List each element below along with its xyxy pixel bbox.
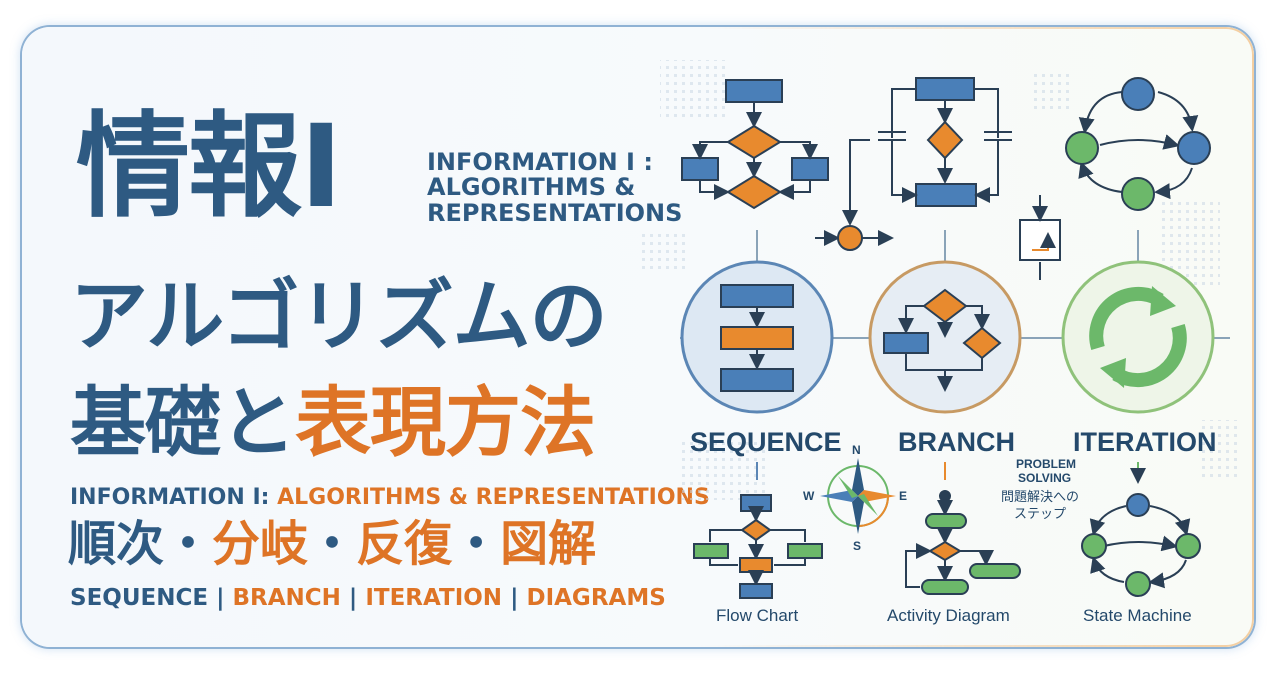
title-en-line-1: INFORMATION I : (427, 148, 653, 176)
problem-solving-jp: 問題解決への (1001, 490, 1080, 505)
iteration-label: ITERATION (1073, 427, 1217, 457)
topic-jp-separator: ・ (452, 516, 501, 572)
headline-basics: 基礎と (70, 378, 296, 467)
activity-diagram-caption: Activity Diagram (887, 606, 1010, 625)
topic-jp-diagrams: 図解 (500, 516, 597, 572)
flow-chart-diagram (693, 494, 823, 599)
compass-north-label: N (852, 443, 861, 457)
topics-jp: 順次・分岐・反復・図解 (68, 520, 596, 568)
topic-en-separator: | (208, 585, 233, 611)
step-box-icon (1019, 195, 1061, 280)
branch-circle (868, 260, 1022, 414)
topic-en-separator: | (502, 585, 527, 611)
topic-en-diagrams: DIAGRAMS (526, 585, 666, 611)
problem-solving-jp-2: ステップ (1014, 507, 1067, 522)
problem-solving-line-2: SOLVING (1018, 471, 1072, 485)
activity-diagram (905, 490, 1021, 595)
title-jp: 情報Ⅰ (76, 100, 342, 233)
topic-jp-separator: ・ (164, 516, 213, 572)
subtitle-algorithms: ALGORITHMS & REPRESENTATIONS (277, 485, 710, 510)
topic-jp-sequence: 順次 (68, 516, 165, 572)
topics-en: SEQUENCE | BRANCH | ITERATION | DIAGRAMS (70, 587, 666, 610)
compass-east-label: E (899, 489, 908, 503)
topic-en-iteration: ITERATION (365, 585, 503, 611)
subtitle-info: INFORMATION I: (70, 485, 278, 510)
headline-line-2: 基礎と表現方法 (70, 385, 596, 461)
title-en-line-2: ALGORITHMS & (427, 173, 636, 201)
topic-en-sequence: SEQUENCE (70, 585, 209, 611)
top-branch-icon (815, 77, 1012, 251)
sequence-circle (680, 260, 834, 414)
compass-south-label: S (853, 539, 862, 553)
topic-en-branch: BRANCH (232, 585, 341, 611)
iteration-circle (1061, 260, 1215, 414)
branch-label: BRANCH (898, 427, 1015, 457)
flow-chart-caption: Flow Chart (716, 606, 799, 625)
title-en-line-3: REPRESENTATIONS (427, 199, 683, 227)
topic-en-separator: | (340, 585, 366, 611)
state-machine-diagram (1081, 493, 1201, 597)
topic-jp-branch: 分岐 (212, 516, 309, 572)
compass-icon (820, 458, 896, 534)
subtitle-en: INFORMATION I: ALGORITHMS & REPRESENTATI… (70, 487, 710, 509)
headline-representation: 表現方法 (295, 378, 596, 467)
top-flowchart-icon (681, 79, 829, 210)
problem-solving-line-1: PROBLEM (1016, 457, 1076, 471)
top-cycle-icon (1065, 77, 1211, 211)
topic-jp-iteration: 反復 (356, 516, 453, 572)
compass-west-label: W (803, 489, 815, 503)
topic-jp-separator: ・ (308, 516, 357, 572)
state-machine-caption: State Machine (1083, 606, 1192, 625)
sequence-label: SEQUENCE (690, 427, 842, 457)
headline-line-1: アルゴリズムの (70, 272, 608, 362)
